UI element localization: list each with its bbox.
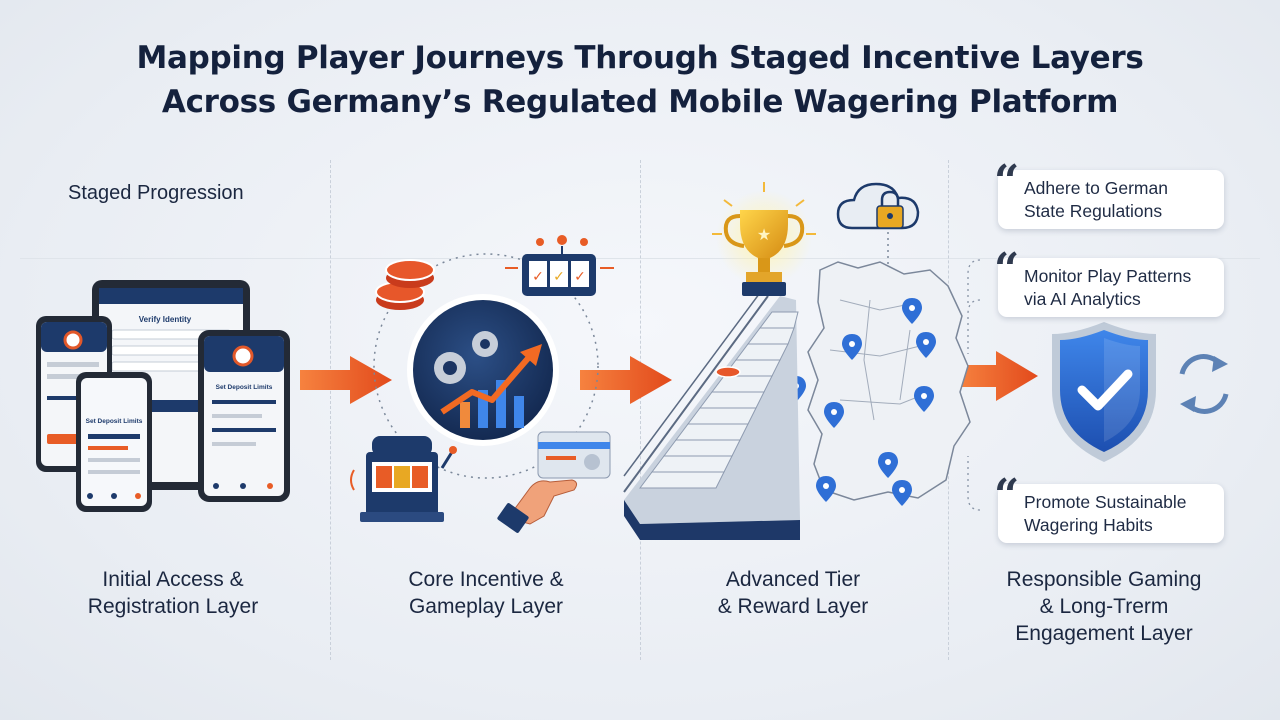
tablet-screen-title: Verify Identity <box>139 315 192 324</box>
location-pin-icon <box>902 298 922 324</box>
stage-label-line: & Long-Trerm <box>1039 595 1169 618</box>
title-line-1: Mapping Player Journeys Through Staged I… <box>136 40 1144 76</box>
stage-label-line: Initial Access & <box>102 568 244 591</box>
stage-label-line: Engagement Layer <box>1015 622 1193 645</box>
germany-map-icon <box>807 261 971 501</box>
svg-text:★: ★ <box>757 225 771 244</box>
svg-text:✓: ✓ <box>574 269 586 285</box>
quote-icon: “ <box>994 470 1020 521</box>
callout-line-1: Promote Sustainable <box>1024 492 1187 512</box>
hand-card-icon <box>497 431 611 533</box>
location-pin-icon <box>892 480 912 506</box>
shield-check-icon <box>1052 322 1156 462</box>
slot-machine-icon: ✓ ✓ ✓ <box>505 235 614 296</box>
location-pin-icon <box>824 402 844 428</box>
title-line-2: Across Germany’s Regulated Mobile Wageri… <box>161 84 1119 120</box>
stage-label-registration: Initial Access & Registration Layer <box>48 566 298 620</box>
stage-label-line: Gameplay Layer <box>408 595 564 618</box>
callout-line-1: Adhere to German <box>1024 178 1168 198</box>
staircase-icon <box>623 281 800 540</box>
progression-heading: Staged Progression <box>68 182 244 204</box>
svg-text:✓: ✓ <box>553 269 565 285</box>
callout-line-1: Monitor Play Patterns <box>1024 266 1192 286</box>
location-pin-icon <box>842 334 862 360</box>
cloud-lock-icon <box>836 182 920 266</box>
stage-label-gameplay: Core Incentive & Gameplay Layer <box>361 566 611 620</box>
callout-line-2: Wagering Habits <box>1024 514 1153 535</box>
stage-label-line: Registration Layer <box>87 595 259 618</box>
stage-label-line: Core Incentive & <box>408 568 564 591</box>
location-pin-icon <box>878 452 898 478</box>
refresh-cycle-icon <box>1179 354 1229 414</box>
arrow-right-icon <box>958 351 1038 401</box>
location-pin-icon <box>916 332 936 358</box>
slot-machine-icon <box>350 436 457 522</box>
page-title: Mapping Player Journeys Through Staged I… <box>0 36 1280 124</box>
callout-regulations: “ Adhere to German State Regulations <box>994 160 1224 229</box>
phone-screen-title-a: Set Deposit Limits <box>86 418 143 425</box>
poker-chips-icon <box>375 259 435 310</box>
location-pin-icon <box>816 476 836 502</box>
column-divider-1 <box>330 160 331 660</box>
stage-label-line: Advanced Tier <box>725 568 861 591</box>
stage-label-responsible-gaming: Responsible Gaming & Long-Trerm Engageme… <box>979 566 1229 647</box>
trophy-icon: ★ <box>712 182 816 296</box>
phone-icon <box>198 330 290 502</box>
phone-screen-title-b: Set Deposit Limits <box>216 384 273 391</box>
gears-growth-chart-icon <box>407 294 559 446</box>
callout-line-2: via AI Analytics <box>1024 288 1141 309</box>
stage-label-line: & Reward Layer <box>717 595 869 618</box>
arrow-right-icon <box>580 356 672 404</box>
arrow-right-icon <box>300 356 392 404</box>
svg-text:✓: ✓ <box>532 269 544 285</box>
callout-ai-analytics: “ Monitor Play Patterns via AI Analytics <box>994 248 1224 317</box>
column-divider-2 <box>640 160 641 660</box>
callout-sustainable-habits: “ Promote Sustainable Wagering Habits <box>994 474 1224 543</box>
stage-label-reward: Advanced Tier & Reward Layer <box>668 566 918 620</box>
stage-label-line: Responsible Gaming <box>1006 568 1202 591</box>
orbit-ring <box>373 253 599 479</box>
phone-icon <box>76 372 152 512</box>
quote-icon: “ <box>994 156 1020 207</box>
quote-icon: “ <box>994 244 1020 295</box>
callout-line-2: State Regulations <box>1024 200 1163 221</box>
location-pin-icon <box>914 386 934 412</box>
